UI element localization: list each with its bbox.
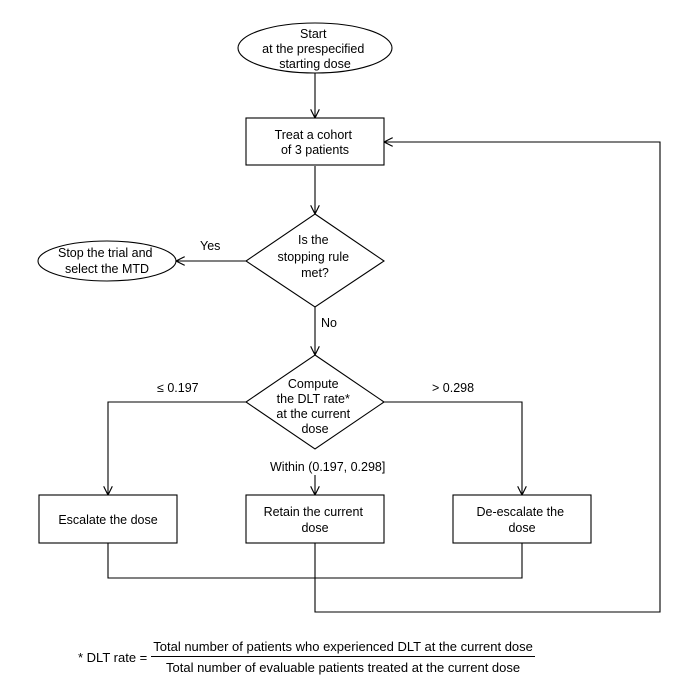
footnote-numerator: Total number of patients who experienced… xyxy=(151,639,535,657)
start-line-3: starting dose xyxy=(279,57,351,71)
compute-diamond xyxy=(245,354,385,450)
start-ellipse xyxy=(237,22,393,74)
retain-text: Retain the current dose xyxy=(264,505,367,535)
deescalate-line-2: dose xyxy=(508,521,535,535)
stop-line-1: Stop the trial and xyxy=(58,246,153,260)
edge-escalate-merge xyxy=(107,543,315,579)
start-line-2: at the prespecified xyxy=(262,42,364,56)
deescalate-box xyxy=(452,494,592,544)
stopping-question-line-2: stopping rule xyxy=(277,250,349,264)
compute-text: Compute the DLT rate* at the current dos… xyxy=(276,377,353,436)
edge-label-low: ≤ 0.197 xyxy=(157,381,199,395)
stopping-question-node: Is the stopping rule met? xyxy=(245,213,385,308)
start-line-1: Start xyxy=(300,27,327,41)
edge-compute-to-deescalate xyxy=(384,401,522,495)
stopping-question-line-1: Is the xyxy=(298,233,329,247)
compute-line-4: dose xyxy=(301,422,328,436)
escalate-line-1: Escalate the dose xyxy=(58,513,157,527)
stop-text: Stop the trial and select the MTD xyxy=(58,246,156,276)
retain-node: Retain the current dose xyxy=(245,494,385,544)
start-node: Start at the prespecified starting dose xyxy=(237,22,393,74)
edge-label-no: No xyxy=(321,316,337,330)
edges xyxy=(107,73,661,613)
edge-deescalate-merge xyxy=(315,543,523,579)
treat-line-2: of 3 patients xyxy=(281,143,349,157)
compute-line-1: Compute xyxy=(288,377,339,391)
retain-line-1: Retain the current xyxy=(264,505,364,519)
compute-line-2: the DLT rate* xyxy=(277,392,350,406)
start-text: Start at the prespecified starting dose xyxy=(262,27,368,71)
compute-node: Compute the DLT rate* at the current dos… xyxy=(245,354,385,450)
footnote-denominator: Total number of evaluable patients treat… xyxy=(166,660,521,675)
edge-loop-back-to-treat xyxy=(314,142,661,613)
stop-node: Stop the trial and select the MTD xyxy=(37,240,177,282)
deescalate-line-1: De-escalate the xyxy=(476,505,564,519)
edge-label-high: > 0.298 xyxy=(432,381,474,395)
dlt-rate-footnote: * DLT rate = Total number of patients wh… xyxy=(78,639,535,675)
edge-label-yes: Yes xyxy=(200,239,220,253)
edge-label-within: Within (0.197, 0.298] xyxy=(270,460,385,474)
footnote-fraction: Total number of patients who experienced… xyxy=(151,639,535,675)
treat-node: Treat a cohort of 3 patients xyxy=(245,117,385,166)
treat-text: Treat a cohort of 3 patients xyxy=(275,128,356,157)
treat-line-1: Treat a cohort xyxy=(275,128,353,142)
retain-box xyxy=(245,494,385,544)
stopping-question-text: Is the stopping rule met? xyxy=(277,233,352,280)
treat-box xyxy=(245,117,385,166)
stopping-question-line-3: met? xyxy=(301,266,329,280)
escalate-box xyxy=(38,494,178,544)
deescalate-node: De-escalate the dose xyxy=(452,494,592,544)
footnote-label: * DLT rate = xyxy=(78,649,148,665)
edge-compute-to-escalate xyxy=(108,401,246,495)
stop-line-2: select the MTD xyxy=(65,262,149,276)
escalate-node: Escalate the dose xyxy=(38,494,178,544)
stop-ellipse xyxy=(37,240,177,282)
retain-line-2: dose xyxy=(301,521,328,535)
escalate-text: Escalate the dose xyxy=(58,513,157,527)
compute-line-3: at the current xyxy=(276,407,350,421)
stopping-question-diamond xyxy=(245,213,385,308)
deescalate-text: De-escalate the dose xyxy=(476,505,567,535)
